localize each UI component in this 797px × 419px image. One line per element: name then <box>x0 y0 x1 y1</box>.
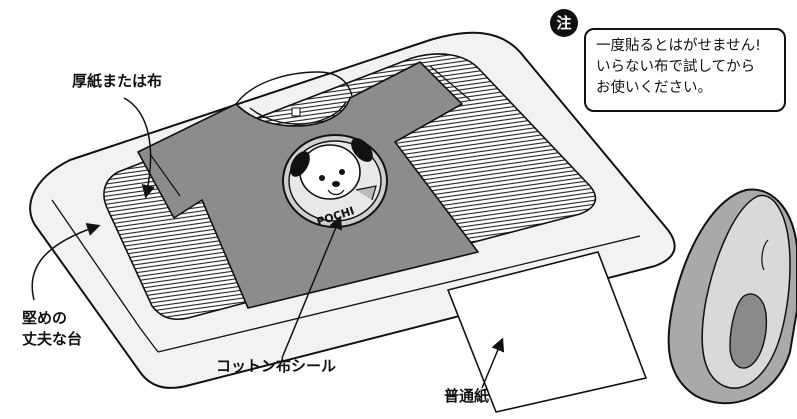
note-line-2: いらない布で試してから <box>596 59 756 75</box>
arrow-plain-paper <box>481 337 505 389</box>
arrow-base <box>31 223 101 301</box>
label-sturdy-base-line1: 堅めの <box>22 309 68 327</box>
clothes-iron <box>667 188 797 405</box>
label-sturdy-base-line2: 丈夫な台 <box>22 330 83 348</box>
label-cotton-seal: コットン布シール <box>216 357 337 375</box>
arrow-cardboard <box>123 97 155 199</box>
arrow-cotton-seal <box>281 215 342 359</box>
label-plain-paper: 普通紙 <box>444 387 490 405</box>
note-line-1: 一度貼るとはがせません! <box>596 38 761 54</box>
note-line-3: お使いください。 <box>596 80 712 96</box>
leader-arrows <box>31 97 505 389</box>
caution-badge-icon: 注 <box>550 9 578 37</box>
plain-paper-sheet <box>446 251 648 413</box>
caution-note: 一度貼るとはがせません! いらない布で試してから お使いください。 <box>584 28 786 112</box>
dog-logo <box>282 134 388 228</box>
label-cardboard-or-cloth: 厚紙または布 <box>72 72 163 90</box>
